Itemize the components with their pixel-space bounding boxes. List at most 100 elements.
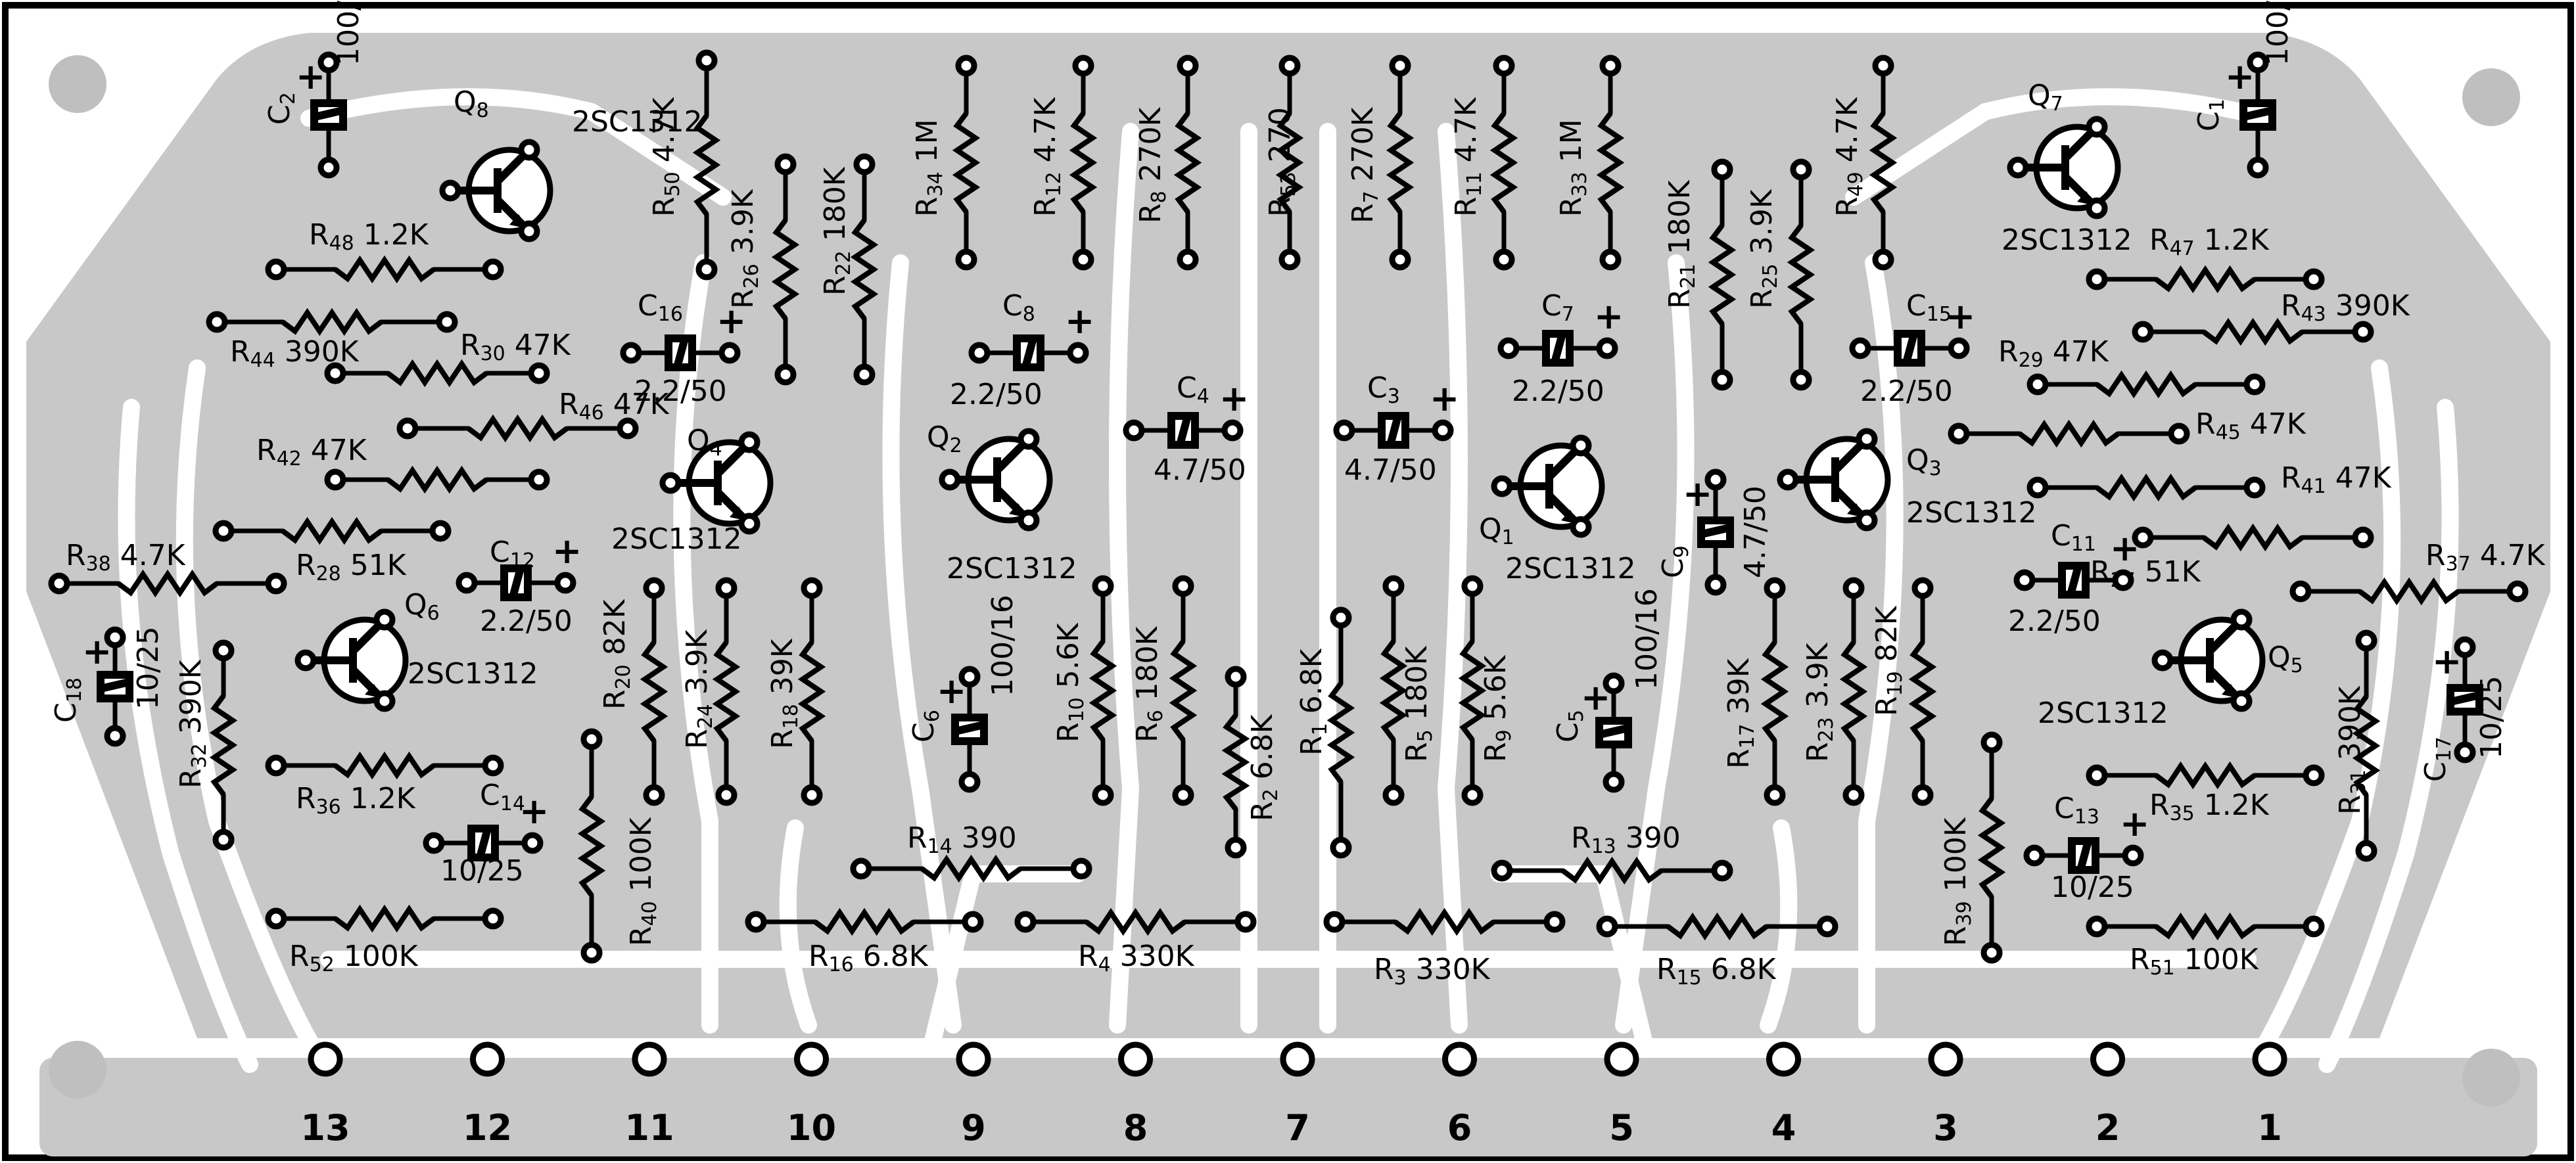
- polarity-plus-mark: +: [2432, 641, 2462, 682]
- resistor-r41: R41 47K: [2026, 461, 2392, 502]
- capacitor-value-label: 2.2/50: [1512, 375, 1604, 408]
- polarity-plus-mark: +: [296, 56, 325, 97]
- solder-pad: [518, 139, 540, 161]
- solder-pad: [1790, 369, 1812, 391]
- resistor-r4: R4 330K: [1014, 907, 1257, 976]
- resistor-label: R26 3.9K: [726, 189, 763, 309]
- capacitor-plate: [310, 106, 347, 122]
- transistor-ref-label: Q1: [1479, 513, 1514, 549]
- resistor-label: R14 390: [907, 821, 1017, 858]
- solder-pad: [774, 363, 797, 386]
- solder-pad: [265, 754, 287, 777]
- resistor-label: R33 1M: [1555, 119, 1591, 217]
- solder-pad: [2230, 690, 2253, 712]
- solder-pad: [1872, 248, 1894, 271]
- resistor-body: [281, 308, 383, 336]
- solder-pad: [745, 911, 767, 933]
- solder-pad: [738, 431, 761, 453]
- resistor-label: R8 270K: [1134, 106, 1171, 223]
- solder-pad: [1018, 428, 1040, 450]
- capacitor-ref-label: C5: [1551, 710, 1588, 742]
- solder-pad: [2247, 156, 2269, 179]
- capacitor-plate: [2447, 691, 2483, 706]
- resistor-label: R10 5.6K: [1052, 622, 1089, 742]
- resistor-label: R27 51K: [2090, 555, 2201, 592]
- resistor-r37: R37 4.7K: [2289, 539, 2546, 606]
- resistor-r50: R50 4.7K: [647, 49, 721, 281]
- solder-pad: [1711, 859, 1733, 882]
- resistor-label: R42 47K: [256, 434, 367, 470]
- polarity-plus-mark: +: [716, 300, 746, 342]
- transistor-type-label: 2SC1312: [408, 657, 538, 691]
- solder-pad: [104, 626, 126, 649]
- solder-pad: [1777, 468, 1799, 491]
- terminal-pad: [956, 1041, 991, 1077]
- transistor-ref-label: Q3: [1906, 444, 1942, 480]
- solder-pad: [962, 911, 984, 933]
- solder-pad: [1704, 468, 1727, 491]
- resistor-r33: R33 1M: [1555, 55, 1625, 271]
- capacitor-plate: [2076, 837, 2093, 874]
- transistor-ref-label: Q5: [2268, 641, 2303, 677]
- terminal-6: 6: [1442, 1041, 1477, 1149]
- solder-pad: [958, 666, 981, 688]
- solder-pad: [1497, 337, 1520, 359]
- capacitor-layer: +C2100/35+C1100/35+C162.2/50+C122.2/50+C…: [49, 0, 2508, 904]
- solder-pad: [206, 311, 228, 333]
- capacitor-value-label: 10/25: [440, 854, 524, 888]
- capacitor-plate: [1595, 723, 1632, 739]
- resistor-body: [1977, 796, 2006, 899]
- solder-pad: [1172, 784, 1194, 806]
- terminal-1: 1: [2252, 1041, 2287, 1149]
- transistor-type-label: 2SC1312: [572, 105, 703, 139]
- resistor-label: R29 47K: [1998, 335, 2109, 372]
- transistor-type-label: 2SC1312: [2038, 696, 2168, 730]
- solder-pad: [1333, 419, 1355, 442]
- resistor-r21: R21 180K: [1663, 158, 1737, 391]
- solder-pad: [1764, 784, 1786, 806]
- solder-pad: [1872, 55, 1894, 77]
- solder-pad: [1330, 606, 1352, 629]
- resistor-body: [1089, 639, 1117, 742]
- capacitor-plate: [475, 825, 492, 861]
- resistor-r6: R6 180K: [1131, 575, 1198, 806]
- solder-pad: [1092, 575, 1114, 597]
- resistor-label: R49 4.7K: [1831, 97, 1867, 217]
- resistor-body: [333, 255, 436, 284]
- capacitor-c8: +C82.2/50: [950, 289, 1094, 411]
- solder-pad: [1177, 248, 1199, 271]
- resistor-label: R1 6.8K: [1295, 648, 1332, 756]
- solder-pad: [2132, 321, 2154, 343]
- resistor-r23: R23 3.9K: [1801, 577, 1868, 806]
- solder-pad: [1790, 158, 1812, 181]
- resistor-r51: R51 100K: [2086, 912, 2325, 980]
- solder-pad: [1980, 942, 2003, 964]
- polarity-plus-mark: +: [1594, 296, 1624, 337]
- transistor-type-label: 2SC1312: [1906, 496, 2037, 530]
- resistor-label: R18 39K: [766, 638, 803, 749]
- capacitor-value-label: 2.2/50: [480, 604, 573, 638]
- resistor-label: R40 100K: [624, 817, 661, 946]
- transistor-q2: Q2 2SC1312: [927, 421, 1077, 585]
- resistor-r34: R34 1M: [910, 55, 981, 271]
- terminal-13: 13: [300, 1041, 350, 1149]
- resistor-body: [2154, 912, 2257, 941]
- resistor-label: R31 390K: [2333, 685, 2370, 815]
- resistor-label: R36 1.2K: [296, 782, 416, 819]
- resistor-r47: R47 1.2K: [2086, 223, 2325, 294]
- solder-pad: [423, 832, 445, 854]
- resistor-label: R12 4.7K: [1029, 97, 1066, 217]
- resistor-r13: R13 390: [1491, 821, 1733, 885]
- transistor-ref-label: Q2: [927, 421, 962, 457]
- resistor-body: [952, 112, 981, 214]
- capacitor-plate: [1902, 330, 1919, 367]
- resistor-body: [692, 114, 721, 216]
- capacitor-plate: [1386, 412, 1403, 449]
- solder-pad: [2013, 569, 2036, 591]
- transistor-type-label: 2SC1312: [947, 552, 1077, 585]
